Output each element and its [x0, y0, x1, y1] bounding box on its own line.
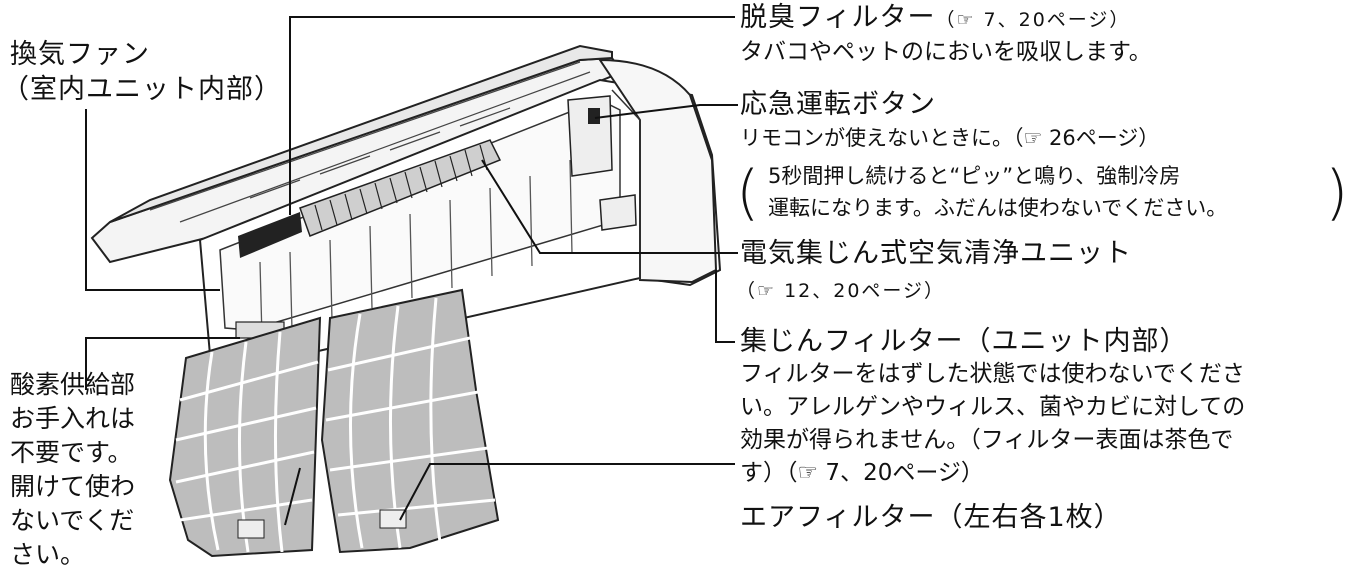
- oxygen-label-1: 酸素供給部: [10, 370, 136, 399]
- air-purifier-title: 電気集じん式空気清浄ユニット: [740, 238, 1132, 269]
- dust-filter-desc-1: フィルターをはずした状態では使わないでくださ: [740, 361, 1245, 387]
- air-filter-right-icon: [320, 288, 500, 554]
- fan-sublabel: （室内ユニット内部）: [2, 74, 282, 105]
- close-paren-glyph: ): [1325, 158, 1349, 228]
- oxygen-label-6: さい。: [10, 540, 86, 569]
- deodorant-filter-desc: タバコやペットのにおいを吸収します。: [740, 39, 1152, 65]
- open-paren-glyph: (: [736, 158, 760, 228]
- oxygen-label-5: ないでくだ: [10, 506, 135, 535]
- air-filter-title: エアフィルター（左右各1枚）: [740, 502, 1122, 533]
- air-filter-left-icon: [168, 316, 322, 558]
- dust-filter-desc-4: す）（☞ 7、20ページ）: [740, 460, 984, 486]
- oxygen-label-4: 開けて使わ: [10, 472, 136, 501]
- emergency-note-line1: 5秒間押し続けると“ピッ”と鳴り、強制冷房: [768, 164, 1181, 188]
- deodorant-filter-ref: （☞ 7、20ページ）: [935, 9, 1131, 31]
- fan-label: 換気ファン: [10, 39, 150, 70]
- oxygen-label-2: お手入れは: [10, 404, 136, 433]
- deodorant-filter-title: 脱臭フィルター（☞ 7、20ページ）: [740, 2, 1131, 33]
- emergency-button-title: 応急運転ボタン: [740, 89, 936, 120]
- dust-filter-title: 集じんフィルター（ユニット内部）: [740, 326, 1188, 357]
- indoor-unit-body-icon: [198, 58, 722, 364]
- air-purifier-ref: （☞ 12、20ページ）: [736, 280, 946, 302]
- emergency-note-line2: 運転になります。ふだんは使わないでください。: [768, 196, 1228, 220]
- emergency-button-desc: リモコンが使えないときに。（☞ 26ページ）: [740, 126, 1160, 150]
- dust-filter-desc-2: い。アレルゲンやウィルス、菌やカビに対しての: [740, 394, 1246, 420]
- oxygen-label-3: 不要です。: [10, 438, 133, 467]
- dust-filter-desc-3: 効果が得られません。（フィルター表面は茶色で: [740, 427, 1234, 453]
